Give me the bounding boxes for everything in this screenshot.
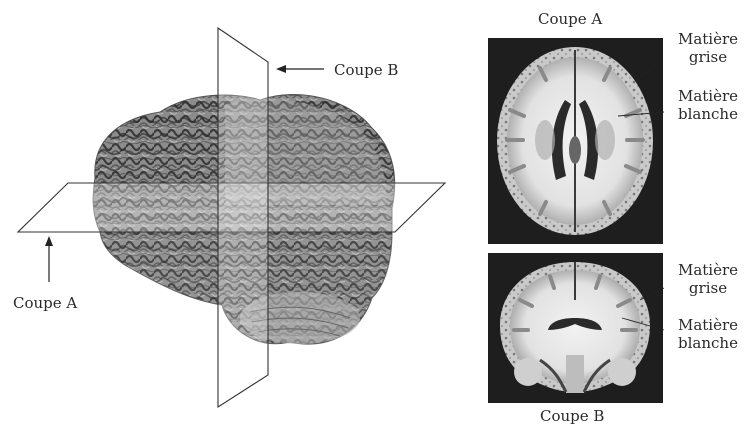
label-blanche: blanche bbox=[673, 334, 743, 352]
label-coupe-b-arrow: Coupe B bbox=[334, 61, 398, 79]
label-grey-matter-bottom: Matière grise bbox=[673, 261, 743, 297]
arrow-coupe-b bbox=[276, 65, 324, 73]
mri-coronal-slice bbox=[488, 253, 663, 403]
plane-coupe-b bbox=[218, 28, 268, 407]
arrow-coupe-a bbox=[45, 236, 53, 282]
label-mri-coupe-b-title: Coupe B bbox=[540, 407, 604, 425]
label-mri-coupe-a-title: Coupe A bbox=[538, 10, 602, 28]
label-matiere: Matière bbox=[673, 30, 743, 48]
label-grey-matter-top: Matière grise bbox=[673, 30, 743, 66]
label-grise: grise bbox=[673, 279, 743, 297]
label-grise: grise bbox=[673, 48, 743, 66]
label-coupe-a-arrow: Coupe A bbox=[13, 294, 77, 312]
label-blanche: blanche bbox=[673, 105, 743, 123]
label-white-matter-bottom: Matière blanche bbox=[673, 316, 743, 352]
label-white-matter-top: Matière blanche bbox=[673, 87, 743, 123]
label-matiere: Matière bbox=[673, 316, 743, 334]
mri-axial-slice bbox=[488, 38, 663, 244]
label-matiere: Matière bbox=[673, 87, 743, 105]
label-matiere: Matière bbox=[673, 261, 743, 279]
